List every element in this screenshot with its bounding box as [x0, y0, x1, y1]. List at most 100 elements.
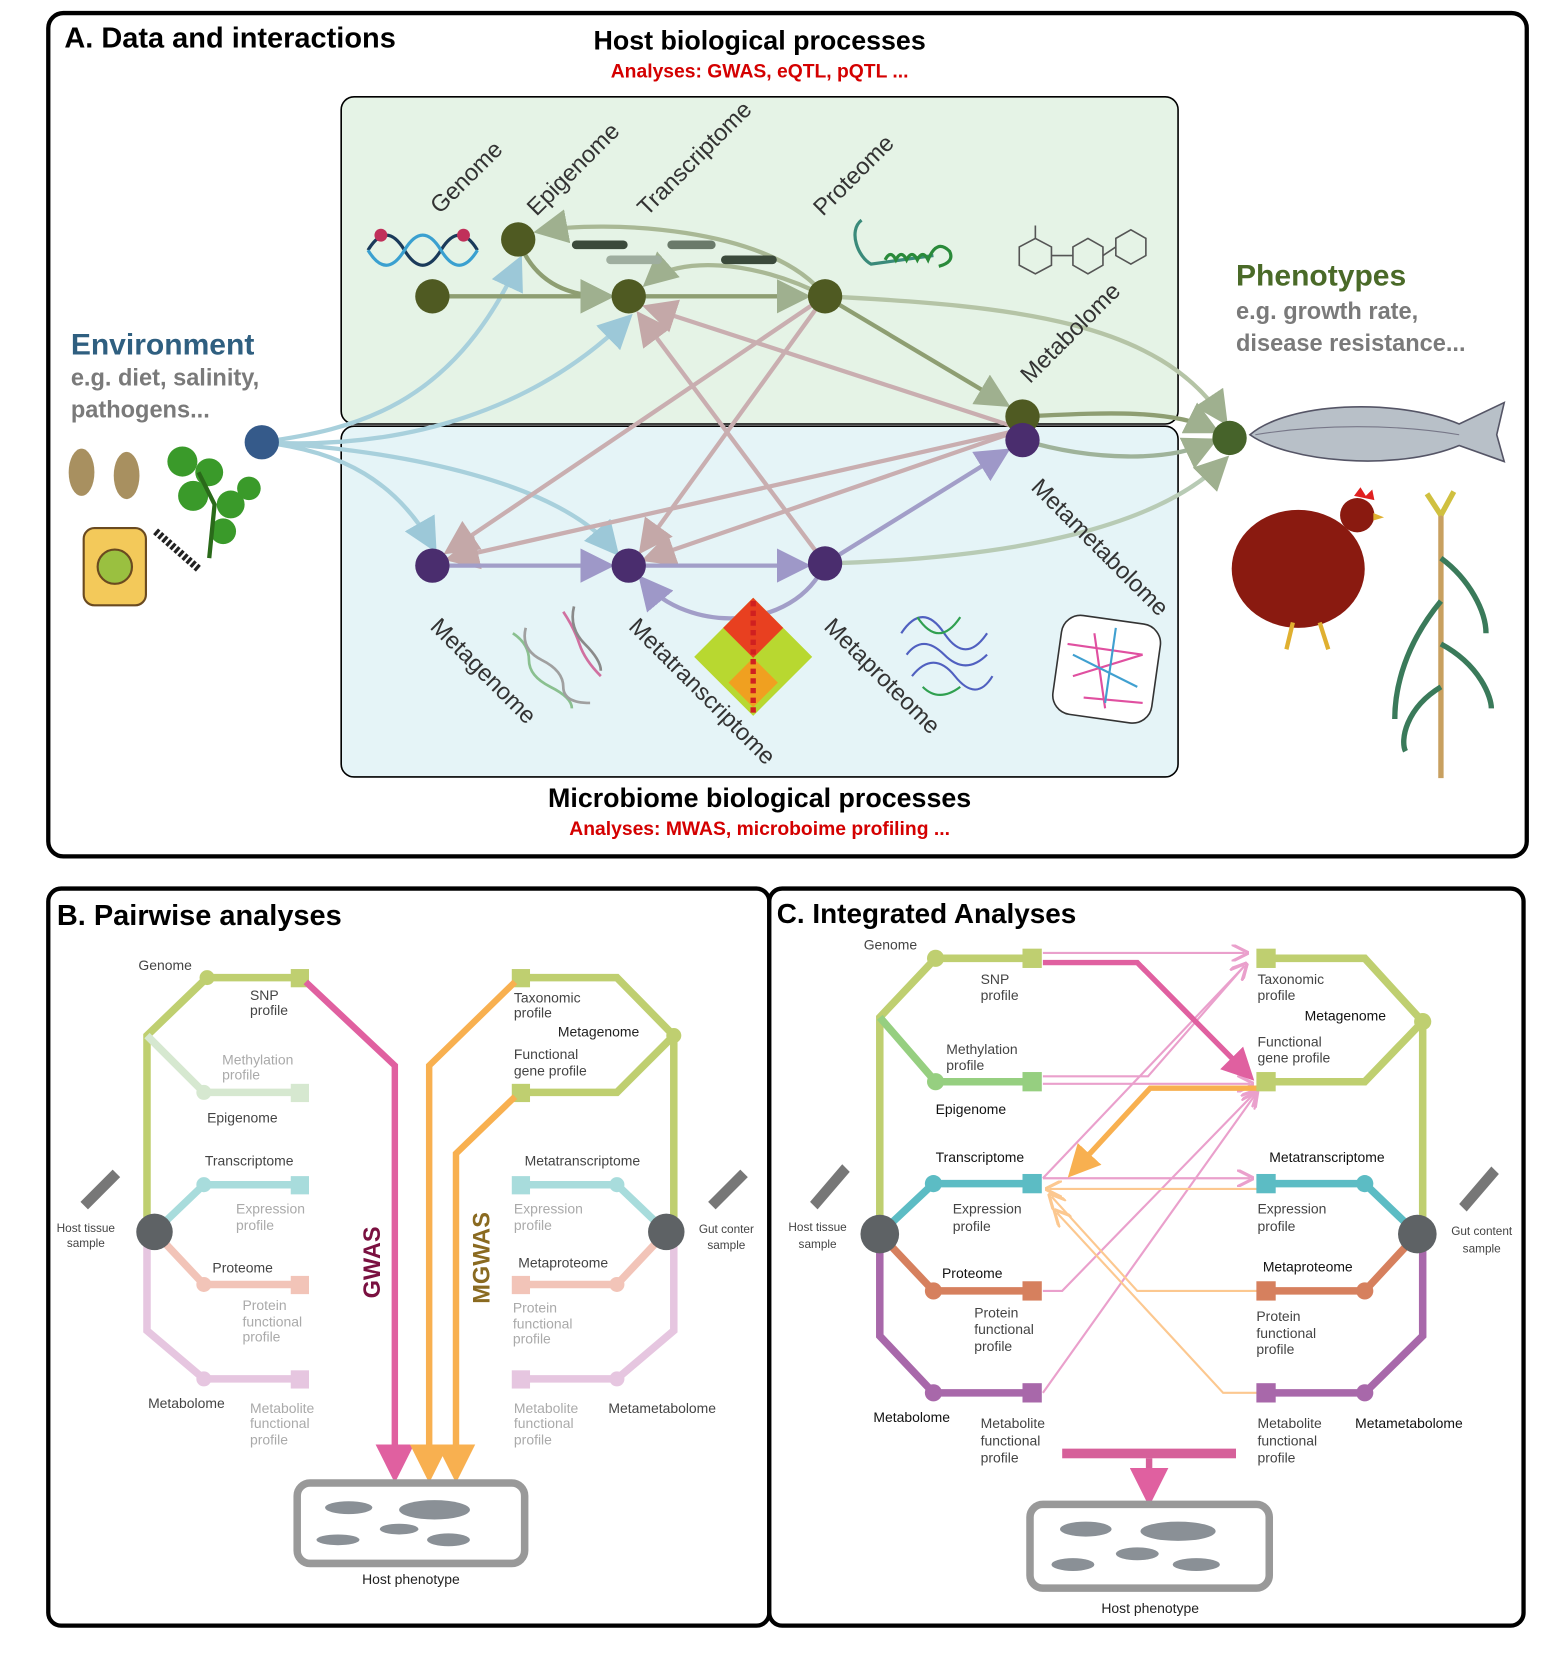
- mgwas-arrow-taxonomic: [409, 979, 518, 1483]
- b-meta-protein-3: profile: [513, 1330, 551, 1346]
- mgwas-label: MGWAS: [469, 1212, 495, 1304]
- c-meta-metabolite-3: profile: [1257, 1450, 1295, 1466]
- c-host-sample-node[interactable]: [860, 1214, 900, 1254]
- fish-group-icon: [1051, 1521, 1220, 1571]
- c-metabolite-3: profile: [981, 1450, 1019, 1466]
- b-host-phenotype-label: Host phenotype: [362, 1571, 460, 1587]
- b-transcriptome: Transcriptome: [205, 1152, 294, 1168]
- gwas-arrow: [303, 979, 415, 1483]
- node-metametabolome[interactable]: [1005, 422, 1040, 458]
- b-metametabolome: Metametabolome: [608, 1400, 716, 1416]
- b-taxonomic: Taxonomic: [514, 989, 581, 1005]
- panel-c-border: [767, 886, 1526, 1628]
- b-epigenome: Epigenome: [207, 1109, 278, 1125]
- molecule-icon: [1018, 225, 1147, 275]
- c-stations: [924, 948, 1432, 1403]
- b-snp: SNP: [250, 987, 279, 1003]
- protein-structures-icon: [900, 616, 994, 696]
- node-genome[interactable]: [415, 279, 450, 314]
- node-metaproteome[interactable]: [807, 546, 843, 581]
- b-gut-sample-2: sample: [707, 1238, 745, 1252]
- node-metabolome[interactable]: [1005, 399, 1040, 434]
- panel-a: A. Data and interactions Host biological…: [46, 10, 1529, 859]
- b-protein-2: functional: [242, 1313, 302, 1329]
- c-meta-protein-3: profile: [1256, 1341, 1294, 1357]
- node-environment[interactable]: [244, 425, 279, 460]
- b-methylation-2: profile: [222, 1067, 260, 1083]
- c-protein-2: functional: [974, 1321, 1034, 1337]
- c-gut-sample-node[interactable]: [1398, 1214, 1437, 1254]
- panel-b: B. Pairwise analyses GWAS MGWAS Genome S…: [46, 886, 772, 1628]
- c-integration-arrows: [1042, 953, 1261, 1394]
- b-expression: Expression: [236, 1201, 305, 1217]
- node-transcriptome[interactable]: [611, 279, 646, 314]
- b-meta-expression-2: profile: [514, 1217, 552, 1233]
- c-expression: Expression: [953, 1201, 1022, 1217]
- c-expression-2: profile: [953, 1218, 991, 1234]
- sequencing-reads-icon: [571, 240, 777, 265]
- b-meta-expression: Expression: [514, 1201, 583, 1217]
- c-meta-metabolite-2: functional: [1257, 1432, 1317, 1448]
- c-host-sample: Host tissue: [788, 1220, 847, 1234]
- node-metagenome[interactable]: [415, 548, 450, 583]
- microbe-nodes: [415, 422, 1040, 583]
- environment-title: Environment: [71, 328, 255, 361]
- panel-a-title: A. Data and interactions: [64, 22, 395, 54]
- c-meta-expression: Expression: [1257, 1201, 1326, 1217]
- node-phenotype[interactable]: [1212, 420, 1247, 456]
- b-host-phenotype-box: [293, 1479, 529, 1568]
- c-host-phenotype-box: [1026, 1500, 1274, 1592]
- environment-icons: [68, 446, 261, 607]
- c-host-phenotype-label: Host phenotype: [1101, 1600, 1199, 1616]
- c-metagenome: Metagenome: [1305, 1008, 1387, 1024]
- c-protein: Protein: [974, 1305, 1018, 1321]
- environment-line2: pathogens...: [71, 398, 210, 424]
- chicken-icon: [1231, 487, 1385, 650]
- c-methylation: Methylation: [946, 1041, 1017, 1057]
- gwas-label: GWAS: [360, 1226, 386, 1298]
- test-tube-icon: [1459, 1166, 1499, 1212]
- panel-c: C. Integrated Analyses Genome SNPprofile…: [767, 886, 1526, 1628]
- fish-group-icon: [316, 1500, 470, 1547]
- b-metabolome: Metabolome: [148, 1395, 225, 1411]
- corn-plant-icon: [1392, 490, 1495, 779]
- interaction-edges: [261, 209, 1230, 621]
- host-analyses: Analyses: GWAS, eQTL, pQTL ...: [611, 61, 909, 82]
- b-protein-3: profile: [242, 1328, 280, 1344]
- c-taxonomic-2: profile: [1257, 987, 1295, 1003]
- test-tube-icon: [80, 1169, 121, 1210]
- host-sample-node[interactable]: [136, 1213, 173, 1251]
- b-metagenome: Metagenome: [558, 1024, 640, 1040]
- b-metabolite: Metabolite: [250, 1400, 315, 1416]
- phenotypes-line2: disease resistance...: [1236, 331, 1466, 357]
- b-taxonomic-2: profile: [514, 1004, 552, 1020]
- c-metametabolome: Metametabolome: [1355, 1415, 1463, 1431]
- c-metagenome-transcriptome-arrow: [1067, 1085, 1258, 1178]
- b-functional: Functional: [514, 1046, 578, 1062]
- test-tube-icon: [708, 1169, 748, 1210]
- c-epigenome: Epigenome: [936, 1101, 1007, 1117]
- c-methylation-2: profile: [946, 1057, 984, 1073]
- gut-sample-node[interactable]: [648, 1213, 685, 1251]
- b-host-sample-2: sample: [67, 1236, 105, 1250]
- b-genome: Genome: [138, 957, 192, 973]
- phenotypes-title: Phenotypes: [1236, 260, 1406, 293]
- host-nodes: [415, 222, 1040, 434]
- b-meta-metabolite: Metabolite: [514, 1400, 579, 1416]
- c-genome: Genome: [864, 937, 918, 953]
- c-gut-sample: Gut content: [1451, 1224, 1513, 1238]
- b-host-sample: Host tissue: [57, 1221, 116, 1235]
- c-functional: Functional: [1257, 1033, 1321, 1049]
- node-proteome[interactable]: [807, 279, 843, 314]
- c-proteome: Proteome: [942, 1265, 1003, 1281]
- b-metatranscriptome: Metatranscriptome: [525, 1152, 641, 1168]
- test-tube-icon: [810, 1164, 850, 1210]
- node-metatranscriptome[interactable]: [611, 548, 646, 583]
- shrimp-icon: [113, 451, 140, 500]
- b-functional-2: gene profile: [514, 1062, 587, 1078]
- node-epigenome[interactable]: [501, 222, 536, 257]
- c-transcriptome: Transcriptome: [936, 1149, 1025, 1165]
- panel-b-title: B. Pairwise analyses: [57, 900, 342, 932]
- b-metabolite-2: functional: [250, 1415, 310, 1431]
